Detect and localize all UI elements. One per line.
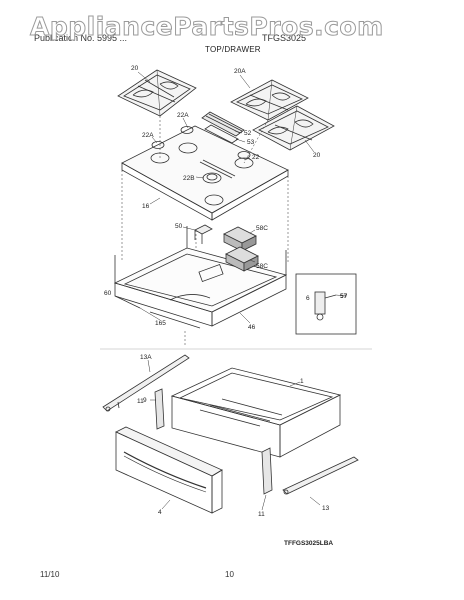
callout-16: 16 — [142, 203, 150, 210]
callout-20a: 20A — [234, 68, 246, 75]
callout-6: 6 — [306, 295, 310, 302]
callout-50: 50 — [175, 223, 183, 230]
footer-page-number: 10 — [225, 570, 234, 579]
callout-53: 53 — [247, 139, 255, 146]
callout-22a: 22A — [142, 132, 154, 139]
burner-grate-left[interactable] — [117, 69, 197, 117]
callout-4: 4 — [158, 509, 162, 516]
drawer-box[interactable] — [170, 367, 342, 458]
callout-58c: 58C — [256, 263, 268, 270]
burner-grate-right-bottom[interactable] — [252, 105, 335, 151]
callout-58c: 58C — [256, 225, 268, 232]
drawer-slide-left[interactable] — [102, 354, 190, 412]
callout-57: 57 — [340, 293, 348, 300]
drawer-front-panel[interactable] — [115, 426, 223, 514]
page-title: TOP/DRAWER — [205, 45, 261, 54]
callout-52: 52 — [244, 130, 252, 137]
burner-grate-right-top[interactable] — [230, 79, 309, 121]
callout-13a: 13A — [140, 354, 152, 361]
publication-number: Publication No. 5995 ... — [34, 33, 128, 43]
callout-22a: 22A — [177, 112, 189, 119]
drawer-slide-right[interactable] — [282, 456, 359, 495]
callout-22b: 22B — [183, 175, 195, 182]
callout-20: 20 — [131, 65, 139, 72]
callout-13: 13 — [322, 505, 330, 512]
drawer-bracket-left[interactable] — [154, 388, 165, 430]
callout-60: 60 — [104, 290, 112, 297]
footer-date: 11/10 — [40, 570, 60, 579]
burner-box[interactable] — [113, 226, 288, 329]
burner-module-lower[interactable] — [225, 246, 259, 272]
watermark-logo: AppliancePartsPros.com — [30, 12, 384, 42]
callout-9: 9 — [143, 397, 147, 404]
inset-detail-box — [295, 273, 357, 335]
callout-11: 11 — [258, 511, 265, 518]
callout-11: 11 — [137, 398, 144, 405]
callout-46: 46 — [248, 324, 256, 331]
model-number: TFGS3025 — [262, 33, 307, 43]
burner-module-upper[interactable] — [223, 226, 257, 252]
callout-1: 1 — [300, 378, 304, 385]
model-code-label: TFFGS3025LBA — [284, 540, 333, 547]
drawer-bracket-right[interactable] — [261, 447, 273, 495]
center-griddle[interactable] — [201, 111, 245, 144]
callout-20: 20 — [313, 152, 321, 159]
callout-22: 22 — [252, 154, 260, 161]
mounting-bracket[interactable] — [194, 224, 213, 244]
callout-165: 165 — [155, 320, 166, 327]
